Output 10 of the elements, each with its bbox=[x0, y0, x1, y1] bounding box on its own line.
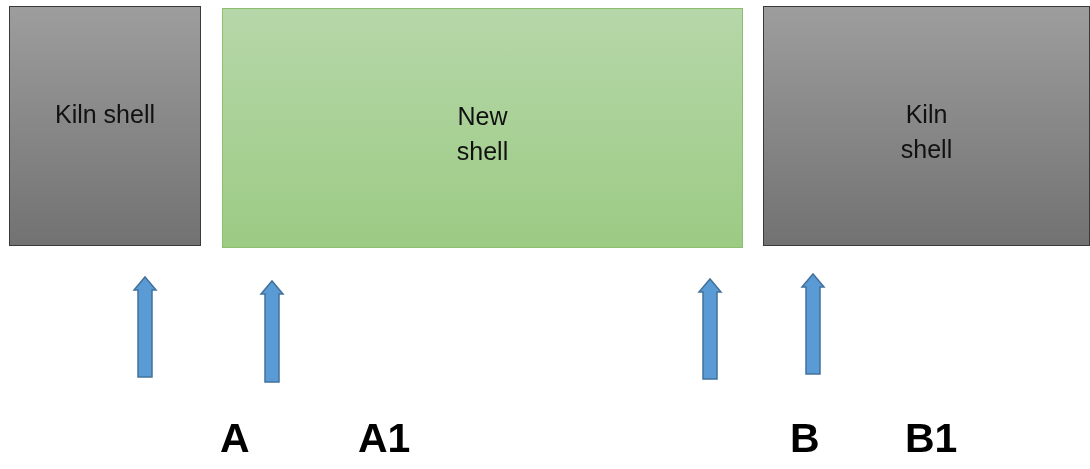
kiln-shell-section bbox=[763, 6, 1090, 246]
section-label: Kiln shell bbox=[54, 99, 156, 130]
position-label: A bbox=[220, 418, 250, 459]
section-label: New shell bbox=[455, 101, 510, 167]
position-label: B1 bbox=[905, 418, 958, 459]
position-label: A1 bbox=[358, 418, 411, 459]
section-label: Kiln shell bbox=[899, 99, 954, 165]
new-shell-section bbox=[222, 8, 743, 248]
position-label: B bbox=[790, 418, 820, 459]
kiln-shell-section bbox=[9, 6, 201, 246]
